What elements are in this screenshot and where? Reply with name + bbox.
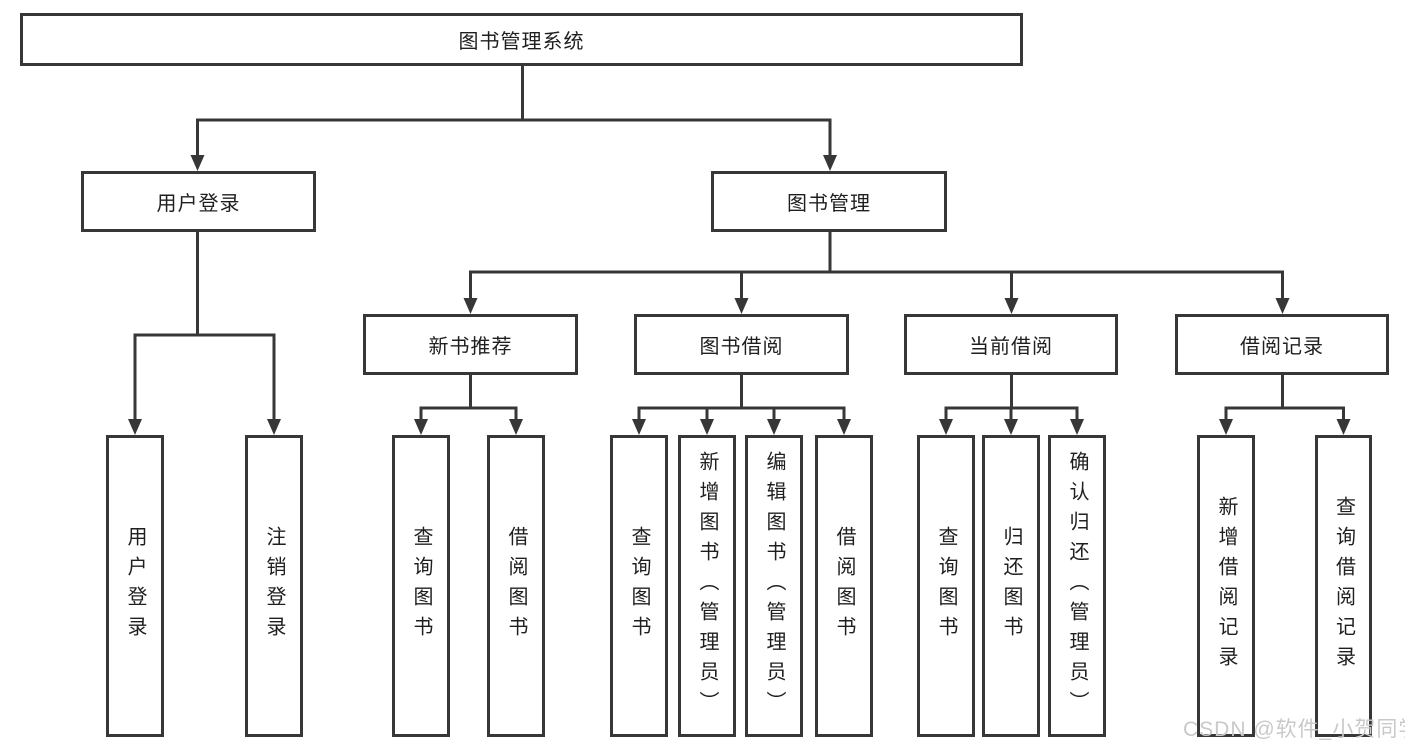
leaf-borrow-books-label: 借阅图书 — [833, 526, 855, 646]
leaf-confirm-return-admin: 确认归还（管理员） — [1048, 435, 1106, 737]
leaf-user-login: 用户登录 — [106, 435, 164, 737]
node-user-login: 用户登录 — [81, 171, 316, 232]
leaf-return-books-label: 归还图书 — [1000, 526, 1022, 646]
node-root-label: 图书管理系统 — [458, 31, 585, 53]
leaf-add-book-admin: 新增图书（管理员） — [678, 435, 736, 737]
node-book-management-label: 图书管理 — [787, 193, 871, 215]
leaf-logout: 注销登录 — [245, 435, 303, 737]
node-borrow-records: 借阅记录 — [1175, 314, 1389, 375]
node-user-login-label: 用户登录 — [156, 193, 241, 215]
leaf-edit-book-admin: 编辑图书（管理员） — [745, 435, 803, 737]
leaf-add-borrow-record: 新增借阅记录 — [1197, 435, 1255, 737]
leaf-confirm-return-admin-label: 确认归还（管理员） — [1066, 451, 1088, 721]
leaf-borrow-books: 借阅图书 — [815, 435, 873, 737]
node-root: 图书管理系统 — [20, 13, 1023, 66]
node-current-borrowing-label: 当前借阅 — [969, 336, 1053, 358]
leaf-return-books: 归还图书 — [982, 435, 1040, 737]
leaf-edit-book-admin-label: 编辑图书（管理员） — [763, 451, 785, 721]
leaf-user-login-label: 用户登录 — [124, 526, 146, 646]
leaf-borrow-books-recommend: 借阅图书 — [487, 435, 545, 737]
leaf-query-books-recommend-label: 查询图书 — [410, 526, 432, 646]
leaf-query-borrow-record-label: 查询借阅记录 — [1332, 496, 1355, 676]
node-book-management: 图书管理 — [711, 171, 947, 232]
leaf-query-books-borrow: 查询图书 — [610, 435, 668, 737]
node-current-borrowing: 当前借阅 — [904, 314, 1118, 375]
leaf-logout-label: 注销登录 — [263, 526, 285, 646]
leaf-add-book-admin-label: 新增图书（管理员） — [696, 451, 718, 721]
node-book-borrowing-label: 图书借阅 — [699, 336, 784, 358]
node-book-borrowing: 图书借阅 — [634, 314, 849, 375]
leaf-borrow-books-recommend-label: 借阅图书 — [505, 526, 527, 646]
node-new-book-recommend-label: 新书推荐 — [428, 336, 513, 358]
csdn-watermark: CSDN @软件_小贺同学 — [1183, 718, 1405, 741]
leaf-query-books-current: 查询图书 — [917, 435, 975, 737]
node-borrow-records-label: 借阅记录 — [1240, 336, 1324, 358]
leaf-add-borrow-record-label: 新增借阅记录 — [1215, 496, 1237, 676]
leaf-query-books-borrow-label: 查询图书 — [628, 526, 650, 646]
leaf-query-books-recommend: 查询图书 — [392, 435, 450, 737]
node-new-book-recommend: 新书推荐 — [363, 314, 578, 375]
leaf-query-books-current-label: 查询图书 — [935, 526, 957, 646]
leaf-query-borrow-record: 查询借阅记录 — [1315, 435, 1372, 737]
